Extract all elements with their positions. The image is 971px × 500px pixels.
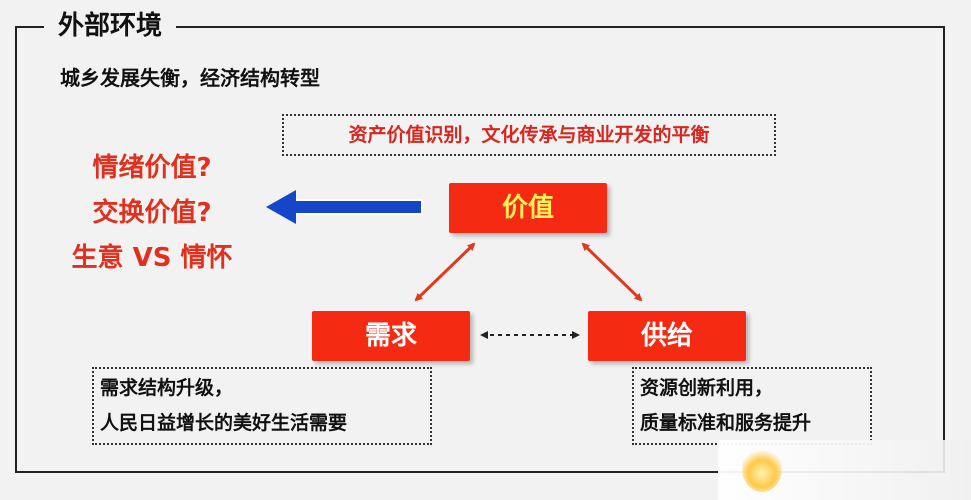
top-note-box: 资产价值识别，文化传承与商业开发的平衡	[282, 114, 776, 156]
demand-note-line-1: 需求结构升级，	[100, 377, 234, 399]
demand-note-box: 需求结构升级， 人民日益增长的美好生活需要	[92, 367, 432, 445]
question-exchange-value: 交换价值?	[92, 198, 212, 228]
question-business-vs-sentiment: 生意 VS 情怀	[71, 243, 233, 273]
watermark	[718, 440, 971, 500]
value-node: 价值	[449, 183, 607, 233]
question-emotional-value: 情绪价值?	[92, 153, 212, 183]
arrow-value-demand	[414, 242, 476, 302]
blue-left-arrow	[266, 190, 423, 224]
demand-note-line-2: 人民日益增长的美好生活需要	[100, 412, 348, 434]
arrow-value-supply	[581, 242, 643, 302]
flame-logo-icon	[742, 446, 782, 492]
demand-node: 需求	[312, 311, 470, 361]
questions-block: 情绪价值? 交换价值? 生意 VS 情怀	[56, 146, 248, 281]
frame-title: 外部环境	[44, 8, 177, 44]
external-environment-frame	[15, 26, 945, 473]
supply-note-line-1: 资源创新利用，	[640, 377, 774, 399]
supply-note-box: 资源创新利用， 质量标准和服务提升	[632, 367, 872, 445]
supply-note-line-2: 质量标准和服务提升	[640, 412, 812, 434]
supply-node: 供给	[588, 311, 746, 361]
subtitle: 城乡发展失衡，经济结构转型	[60, 66, 320, 90]
